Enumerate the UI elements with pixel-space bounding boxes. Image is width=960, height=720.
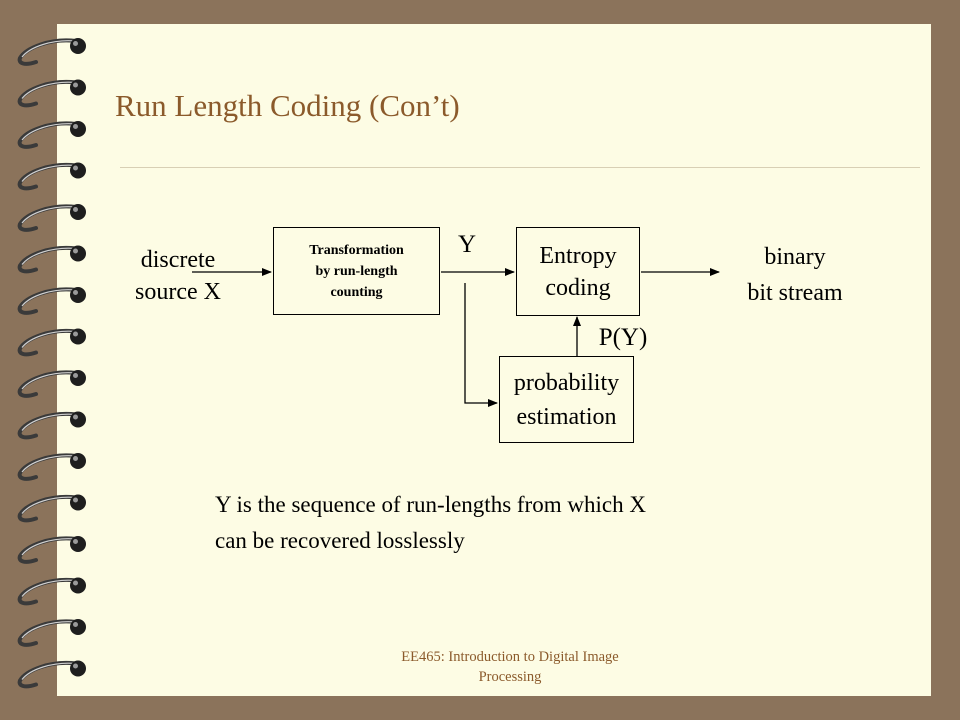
entropy-coding-box: Entropy coding bbox=[516, 227, 640, 316]
footer-line2: Processing bbox=[478, 669, 542, 685]
entropy-line2: coding bbox=[545, 274, 611, 301]
probability-estimation-box: probability estimation bbox=[499, 356, 634, 443]
binding-ring bbox=[17, 577, 86, 606]
title-divider bbox=[120, 167, 920, 168]
footer-line1: EE465: Introduction to Digital Image bbox=[401, 649, 619, 665]
binding-ring bbox=[17, 494, 86, 523]
binding-ring bbox=[17, 453, 86, 481]
body-line2: can be recovered losslessly bbox=[215, 528, 465, 553]
probability-line1: probability bbox=[513, 369, 620, 396]
output-label-line1: binary bbox=[764, 244, 826, 270]
body-text: Y is the sequence of run-lengths from wh… bbox=[215, 487, 646, 559]
transformation-line1: Transformation bbox=[309, 242, 404, 258]
body-line1: Y is the sequence of run-lengths from wh… bbox=[215, 492, 646, 517]
transformation-line3: counting bbox=[330, 284, 383, 300]
binding-ring bbox=[17, 328, 86, 357]
entropy-line1: Entropy bbox=[539, 242, 617, 269]
binding-ring bbox=[17, 245, 86, 274]
output-label-line2: bit stream bbox=[747, 280, 843, 306]
binding-ring bbox=[17, 536, 86, 564]
binding-ring bbox=[17, 204, 86, 232]
input-label-line1: discrete bbox=[140, 247, 216, 273]
input-label: discrete source X bbox=[115, 244, 241, 308]
binding-ring bbox=[17, 370, 86, 398]
binding-ring bbox=[17, 121, 86, 149]
binding-ring bbox=[17, 162, 86, 191]
y-label: Y bbox=[457, 231, 477, 258]
slide-page bbox=[57, 24, 931, 696]
binding-ring bbox=[17, 79, 86, 108]
binding-ring bbox=[17, 287, 86, 315]
slide-footer: EE465: Introduction to Digital Image Pro… bbox=[360, 647, 660, 687]
slide-title: Run Length Coding (Con’t) bbox=[115, 88, 460, 123]
transformation-box: Transformation by run-length counting bbox=[273, 227, 440, 315]
arrow-y-to-probability bbox=[464, 283, 498, 407]
binding-ring bbox=[17, 411, 86, 440]
input-label-line2: source X bbox=[135, 279, 221, 305]
probability-line2: estimation bbox=[516, 403, 617, 430]
output-label: binary bit stream bbox=[715, 239, 875, 311]
binding-ring bbox=[17, 619, 86, 647]
transformation-line2: by run-length bbox=[315, 263, 398, 279]
binding-ring bbox=[17, 660, 86, 689]
binding-ring bbox=[17, 38, 86, 66]
py-label: P(Y) bbox=[598, 324, 648, 351]
